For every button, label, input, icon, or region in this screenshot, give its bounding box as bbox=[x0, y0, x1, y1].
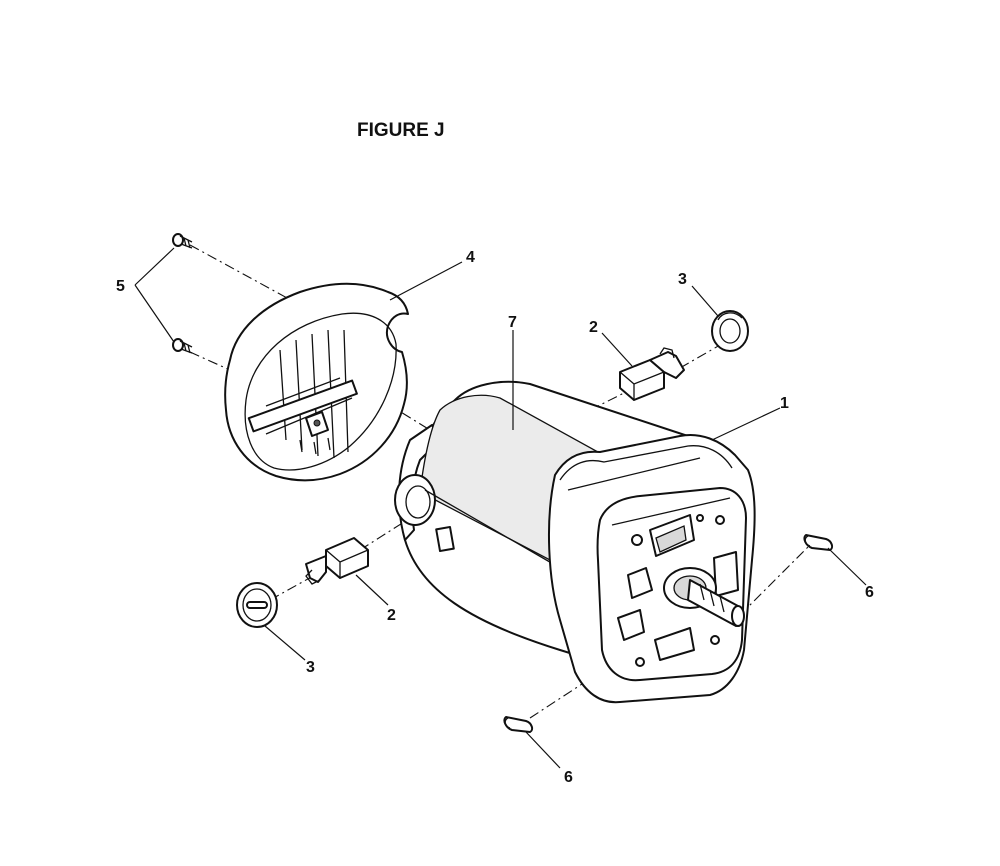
carbon-brush-top bbox=[619, 347, 685, 401]
carbon-brush-bottom bbox=[305, 537, 369, 585]
callout-6-right: 6 bbox=[865, 584, 874, 601]
key-right bbox=[803, 534, 834, 551]
callout-6-bottom: 6 bbox=[564, 769, 573, 786]
motor-housing bbox=[394, 380, 756, 704]
leader-lines bbox=[134, 247, 867, 769]
callout-3-top: 3 bbox=[678, 271, 687, 288]
figure-title: FIGURE J bbox=[357, 120, 445, 141]
callout-2-top: 2 bbox=[589, 319, 598, 336]
screw-bottom bbox=[172, 338, 193, 354]
callout-1: 1 bbox=[780, 395, 789, 412]
key-bottom bbox=[503, 716, 534, 733]
brush-cap-top bbox=[711, 310, 749, 352]
screw-top bbox=[172, 233, 193, 249]
callout-labels: 5 4 7 2 3 1 6 2 3 6 bbox=[116, 249, 874, 786]
brush-cap-bottom bbox=[236, 582, 278, 628]
callout-7: 7 bbox=[508, 314, 517, 331]
brush-housing-cap bbox=[224, 282, 409, 482]
callout-3-bottom: 3 bbox=[306, 659, 315, 676]
callout-2-bottom: 2 bbox=[387, 607, 396, 624]
callout-4: 4 bbox=[466, 249, 475, 266]
callout-5: 5 bbox=[116, 278, 125, 295]
